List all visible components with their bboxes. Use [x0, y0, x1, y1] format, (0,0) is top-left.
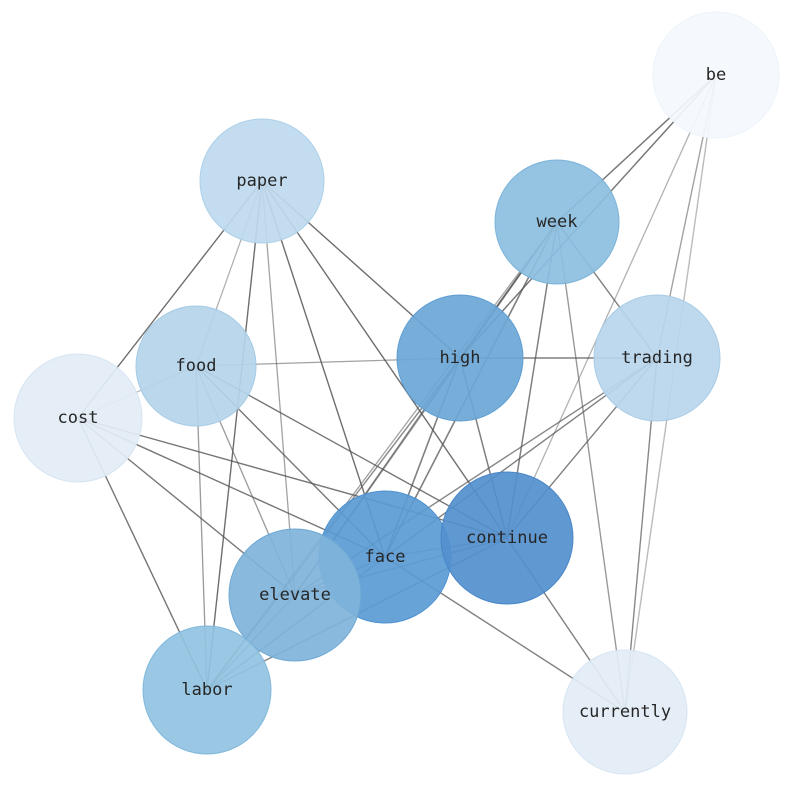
graph-node-circle[interactable]: [142, 625, 272, 755]
graph-node-labor[interactable]: labor: [142, 625, 272, 755]
graph-edge: [261, 180, 508, 539]
graph-node-circle[interactable]: [440, 471, 574, 605]
graph-node-be[interactable]: be: [652, 11, 780, 139]
graph-node-label: elevate: [259, 585, 331, 605]
graph-node-circle[interactable]: [494, 159, 620, 285]
graph-node-label: food: [176, 356, 217, 376]
graph-edge: [506, 74, 717, 539]
graph-node-week[interactable]: week: [494, 159, 620, 285]
graph-node-circle[interactable]: [396, 294, 524, 422]
graph-node-food[interactable]: food: [135, 305, 257, 427]
graph-node-high[interactable]: high: [396, 294, 524, 422]
graph-edge: [77, 417, 508, 539]
graph-node-cost[interactable]: cost: [13, 353, 143, 483]
node-layer: be paper week high trading food cost face contin…: [13, 11, 780, 775]
graph-node-label: currently: [579, 702, 671, 722]
graph-node-label: face: [365, 547, 406, 567]
graph-node-continue[interactable]: continue: [440, 471, 574, 605]
graph-edge: [261, 180, 296, 596]
graph-node-trading[interactable]: trading: [593, 294, 721, 422]
graph-node-circle[interactable]: [593, 294, 721, 422]
graph-node-circle[interactable]: [199, 118, 325, 244]
graph-node-label: be: [706, 65, 726, 85]
graph-node-label: cost: [58, 408, 99, 428]
graph-node-circle[interactable]: [562, 649, 688, 775]
graph-node-label: paper: [236, 171, 287, 191]
graph-node-elevate[interactable]: elevate: [228, 528, 362, 662]
graph-node-circle[interactable]: [13, 353, 143, 483]
graph-node-label: labor: [181, 680, 232, 700]
graph-node-currently[interactable]: currently: [562, 649, 688, 775]
graph-node-circle[interactable]: [652, 11, 780, 139]
graph-node-label: high: [440, 348, 481, 368]
graph-node-label: continue: [466, 528, 548, 548]
graph-node-circle[interactable]: [228, 528, 362, 662]
graph-edge: [556, 221, 626, 713]
graph-node-paper[interactable]: paper: [199, 118, 325, 244]
graph-edge: [206, 180, 263, 691]
graph-node-circle[interactable]: [135, 305, 257, 427]
graph-node-label: trading: [621, 348, 693, 368]
graph-node-label: week: [537, 212, 578, 232]
